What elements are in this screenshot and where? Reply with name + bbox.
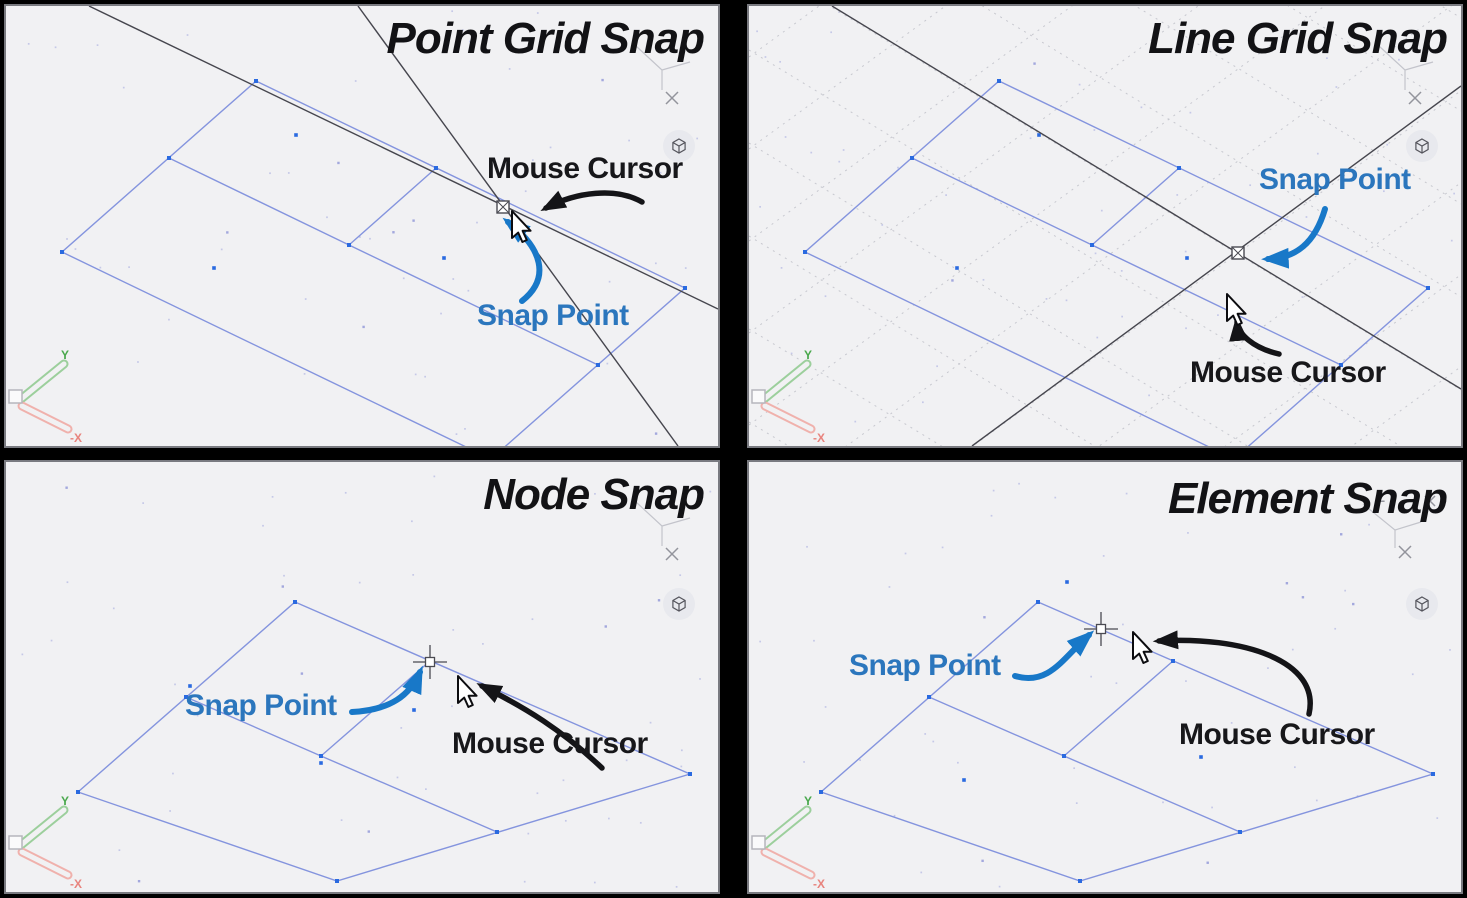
panel-title: Point Grid Snap [386,14,705,63]
cube-icon [672,138,686,154]
view-axis-indicator: Z [1362,490,1436,559]
snap-point-label: Snap Point [477,299,629,332]
svg-text:Z: Z [1377,490,1385,505]
viewport-canvas[interactable]: Y -X [6,6,718,446]
panel-title: Node Snap [483,470,705,519]
mouse-cursor-label: Mouse Cursor [487,152,683,185]
svg-text:Y: Y [61,348,69,362]
axis-gizmo: Y -X [8,348,82,445]
svg-text:Y: Y [804,794,812,808]
cube-icon [1415,138,1429,154]
snap-marker-grid-point [496,200,510,214]
cube-icon [1415,596,1429,612]
mouse-cursor-label: Mouse Cursor [1179,718,1375,751]
view-cube-button[interactable] [663,130,695,162]
mouse-cursor-arrow [1152,630,1313,717]
floor-plan-wireframe [819,580,1436,883]
snap-marker-crosshair [1084,612,1118,646]
grid-dots [756,11,1455,423]
grid-dots [21,475,712,888]
view-cube-button[interactable] [1406,130,1438,162]
snap-marker-grid-point [1231,246,1245,260]
annotation-arrows [502,190,645,304]
annotation-arrows [1229,206,1328,357]
svg-text:Y: Y [61,794,69,808]
mouse-cursor-icon [511,210,532,243]
axis-gizmo: Y -X [751,794,825,891]
mouse-cursor-icon [457,675,478,708]
svg-text:-X: -X [70,431,82,445]
floor-plan-wireframe [803,79,1430,446]
panel-title: Line Grid Snap [1148,14,1448,63]
dashed-line-grid [749,6,1461,446]
svg-text:-X: -X [70,877,82,891]
view-axis-indicator [635,45,691,105]
snap-point-arrow [1261,206,1328,269]
mouse-cursor-label: Mouse Cursor [452,727,648,760]
mouse-cursor-icon [1132,631,1153,664]
panel-node-snap: Y -X Node Snap Snap Point Mouse Cursor [4,460,720,894]
viewport-canvas[interactable]: Y -X [749,6,1461,446]
view-cube-button[interactable] [1406,588,1438,620]
panel-line-grid-snap: Y -X Line Grid Snap Snap Point Mouse Curs… [747,4,1463,448]
mouse-cursor-arrow [1229,315,1282,357]
snap-point-label: Snap Point [185,689,337,722]
snap-point-arrow [1012,630,1095,681]
grid-dots [27,10,699,435]
panel-title: Element Snap [1168,474,1448,523]
mouse-cursor-icon [1226,293,1247,326]
snap-point-label: Snap Point [849,649,1001,682]
snap-point-arrow [349,665,423,715]
svg-text:Y: Y [804,348,812,362]
floor-plan-wireframe [60,79,687,446]
mouse-cursor-arrow [540,190,645,211]
svg-text:-X: -X [813,431,825,445]
floor-plan-wireframe [76,600,693,883]
svg-text:-X: -X [813,877,825,891]
axis-gizmo: Y -X [8,794,82,891]
mouse-cursor-label: Mouse Cursor [1190,356,1386,389]
viewport-canvas[interactable]: Y -X [6,462,718,892]
panel-point-grid-snap: Y -X Point Grid Snap Mouse Cursor Snap Po… [4,4,720,448]
cube-icon [672,596,686,612]
construction-lines [88,6,718,446]
construction-lines [831,6,1461,446]
view-cube-button[interactable] [663,588,695,620]
view-axis-indicator [635,501,691,561]
panel-element-snap: Z Y -X Element Snap Snap Point Mouse Curso… [747,460,1463,894]
snap-marker-crosshair [413,645,447,679]
annotation-arrows [349,665,605,771]
view-axis-indicator [1378,45,1434,105]
snap-point-label: Snap Point [1259,163,1411,196]
axis-gizmo: Y -X [751,348,825,445]
viewport-canvas[interactable]: Z Y -X [749,462,1461,892]
annotation-arrows [1012,630,1313,717]
grid-dots [759,482,1451,888]
mouse-cursor-arrow [476,683,605,771]
